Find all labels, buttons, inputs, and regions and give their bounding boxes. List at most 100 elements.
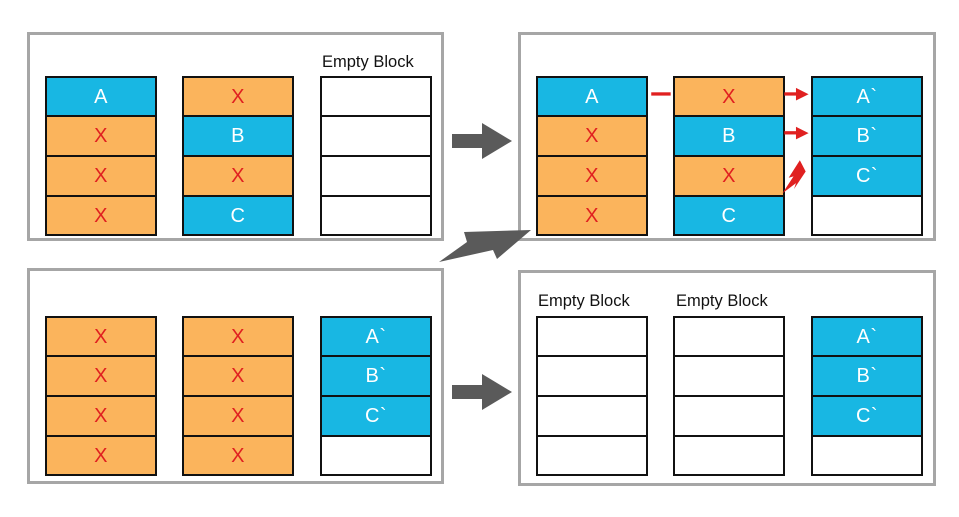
block-label: X: [231, 165, 245, 187]
block-label: C: [721, 204, 737, 227]
block-label: X: [94, 405, 108, 427]
block-cell[interactable]: X: [673, 156, 785, 196]
block-column-p3-col2: X X X X: [182, 316, 294, 476]
block-cell[interactable]: [673, 356, 785, 396]
block-label: C`: [364, 405, 388, 427]
block-label: X: [94, 444, 108, 467]
block-label: B: [722, 125, 736, 147]
panel-step-3: X X X X X X X X A` B` C`: [27, 268, 444, 484]
block-cell[interactable]: C: [182, 196, 294, 236]
block-cell[interactable]: X: [673, 76, 785, 116]
block-cell[interactable]: X: [45, 316, 157, 356]
block-cell[interactable]: [320, 436, 432, 476]
block-label: X: [585, 165, 599, 187]
block-cell[interactable]: B: [673, 116, 785, 156]
block-column-p1-col3: [320, 76, 432, 236]
block-cell[interactable]: X: [45, 116, 157, 156]
block-cell[interactable]: [811, 436, 923, 476]
block-cell[interactable]: [536, 436, 648, 476]
block-cell[interactable]: A: [45, 76, 157, 116]
block-label: A`: [365, 325, 387, 348]
block-label: X: [231, 85, 245, 108]
empty-block-header: Empty Block: [538, 292, 630, 310]
block-label: A`: [856, 325, 878, 348]
block-cell[interactable]: [536, 396, 648, 436]
block-cell[interactable]: A`: [320, 316, 432, 356]
block-label: B`: [856, 365, 878, 387]
block-column-p3-col1: X X X X: [45, 316, 157, 476]
block-cell[interactable]: [673, 316, 785, 356]
block-cell[interactable]: X: [45, 396, 157, 436]
block-cell[interactable]: X: [182, 356, 294, 396]
block-cell[interactable]: X: [45, 156, 157, 196]
block-label: X: [231, 444, 245, 467]
block-cell[interactable]: B: [182, 116, 294, 156]
block-label: B`: [365, 365, 387, 387]
block-cell[interactable]: X: [45, 196, 157, 236]
block-cell[interactable]: [673, 396, 785, 436]
block-cell[interactable]: [320, 196, 432, 236]
block-label: X: [94, 325, 108, 348]
block-cell[interactable]: X: [45, 436, 157, 476]
block-cell[interactable]: A`: [811, 76, 923, 116]
block-column-p3-col3: A` B` C`: [320, 316, 432, 476]
block-cell[interactable]: [811, 196, 923, 236]
block-cell[interactable]: X: [182, 156, 294, 196]
block-label: B`: [856, 125, 878, 147]
panel-step-4: Empty Block Empty Block A` B` C`: [518, 270, 936, 486]
block-column-p2-col3: A` B` C`: [811, 76, 923, 236]
block-label: C`: [855, 165, 879, 187]
arrow-diagonal-c-prime-icon: [782, 160, 806, 194]
block-label: X: [231, 405, 245, 427]
block-cell[interactable]: C`: [811, 156, 923, 196]
block-label: X: [585, 125, 599, 147]
dash-copy-a-icon: [651, 92, 671, 96]
block-label: X: [231, 325, 245, 348]
arrow-right-b-prime-icon: [784, 126, 809, 140]
block-cell[interactable]: C`: [320, 396, 432, 436]
block-column-p4-col2: [673, 316, 785, 476]
block-cell[interactable]: X: [182, 396, 294, 436]
block-cell[interactable]: [320, 156, 432, 196]
block-cell[interactable]: A: [536, 76, 648, 116]
block-label: X: [722, 85, 736, 108]
block-cell[interactable]: X: [182, 76, 294, 116]
block-cell[interactable]: [673, 436, 785, 476]
block-column-p2-col2: X B X C: [673, 76, 785, 236]
block-cell[interactable]: X: [45, 356, 157, 396]
block-cell[interactable]: C: [673, 196, 785, 236]
panel-step-1: A X X X X B X C Empty Block: [27, 32, 444, 241]
block-label: X: [231, 365, 245, 387]
block-cell[interactable]: [320, 116, 432, 156]
block-cell[interactable]: [536, 356, 648, 396]
block-column-p1-col2: X B X C: [182, 76, 294, 236]
block-cell[interactable]: C`: [811, 396, 923, 436]
block-label: A`: [856, 85, 878, 108]
block-cell[interactable]: [536, 316, 648, 356]
block-cell[interactable]: A`: [811, 316, 923, 356]
block-label: B: [231, 125, 245, 147]
block-label: A: [585, 85, 599, 108]
block-column-p2-col1: A X X X: [536, 76, 648, 236]
block-label: X: [94, 365, 108, 387]
empty-block-header: Empty Block: [322, 53, 414, 71]
block-label: X: [94, 204, 108, 227]
block-column-p1-col1: A X X X: [45, 76, 157, 236]
block-cell[interactable]: B`: [811, 116, 923, 156]
block-cell[interactable]: X: [182, 436, 294, 476]
block-cell[interactable]: B`: [811, 356, 923, 396]
block-cell[interactable]: B`: [320, 356, 432, 396]
block-label: C`: [855, 405, 879, 427]
block-label: C: [230, 204, 246, 227]
flow-arrow-step3-to-step4-icon: [452, 374, 512, 410]
block-cell[interactable]: X: [536, 156, 648, 196]
block-cell[interactable]: [320, 76, 432, 116]
block-cell[interactable]: X: [536, 116, 648, 156]
empty-block-header: Empty Block: [676, 292, 768, 310]
block-cell[interactable]: X: [536, 196, 648, 236]
block-label: X: [94, 125, 108, 147]
block-column-p4-col1: [536, 316, 648, 476]
block-label: X: [585, 204, 599, 227]
block-cell[interactable]: X: [182, 316, 294, 356]
